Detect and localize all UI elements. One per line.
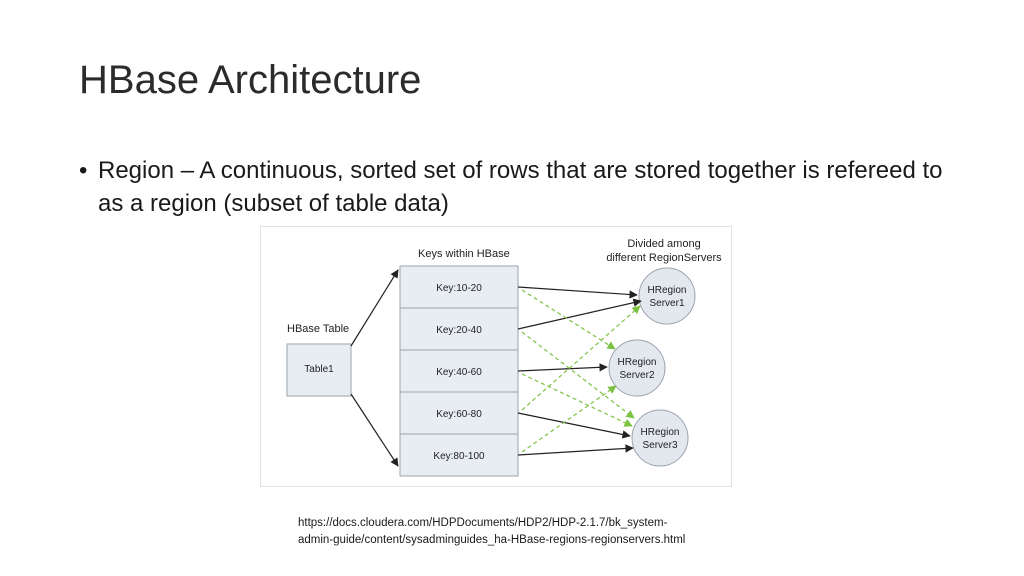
primary-assignment-arrow [517, 286, 638, 299]
replica-assignment-arrow [521, 305, 641, 411]
bullet-item: Region – A continuous, sorted set of row… [79, 154, 959, 220]
key-range-label: Key:10-20 [436, 283, 482, 294]
replica-assignment-arrow [521, 331, 635, 419]
bullet-list: Region – A continuous, sorted set of row… [79, 154, 959, 220]
key-range-label: Key:40-60 [436, 367, 482, 378]
servers-heading-line1: Divided among [627, 238, 700, 250]
region-server-label: Server1 [649, 298, 684, 309]
source-url-line: https://docs.cloudera.com/HDPDocuments/H… [298, 517, 668, 529]
table-name: Table1 [304, 364, 334, 375]
region-server-label: Server3 [642, 440, 677, 451]
key-range-label: Key:60-80 [436, 409, 482, 420]
primary-assignment-arrow [517, 298, 642, 330]
region-server-node [608, 339, 666, 397]
table-box [286, 343, 352, 397]
region-server-node [638, 267, 696, 325]
slide-title: HBase Architecture [79, 58, 422, 102]
source-url: https://docs.cloudera.com/HDPDocuments/H… [298, 515, 718, 549]
key-range-box [399, 265, 519, 309]
replica-assignment-arrow [521, 289, 616, 350]
table-to-last-key-arrow [350, 393, 399, 467]
keys-heading: Keys within HBase [418, 248, 510, 260]
replica-assignment-arrow [521, 385, 617, 453]
hbase-region-diagram: HBase Table Keys within HBase Divided am… [260, 226, 732, 487]
key-range-label: Key:80-100 [433, 451, 485, 462]
key-range-label: Key:20-40 [436, 325, 482, 336]
source-url-line: admin-guide/content/sysadminguides_ha-HB… [298, 534, 686, 546]
primary-assignment-arrow [517, 363, 608, 372]
region-server-node [631, 409, 689, 467]
replica-assignment-arrow [521, 373, 633, 427]
primary-assignment-arrow [517, 412, 631, 439]
region-server-2: HRegion Server2 [608, 339, 666, 397]
region-server-label: Server2 [619, 370, 654, 381]
table-heading: HBase Table [287, 323, 349, 335]
primary-assignment-arrow [517, 444, 634, 456]
diagram-canvas: HBase Table Keys within HBase Divided am… [260, 226, 732, 487]
key-range-box [399, 433, 519, 477]
key-range-box [399, 307, 519, 351]
key-range-box [399, 391, 519, 435]
region-server-label: HRegion [648, 285, 687, 296]
region-server-label: HRegion [618, 357, 657, 368]
servers-heading-line2: different RegionServers [606, 252, 722, 264]
region-server-3: HRegion Server3 [631, 409, 689, 467]
table-to-first-key-arrow [350, 269, 399, 347]
key-range-stack: Key:10-20 Key:20-40 Key:40-60 Key:60-80 … [399, 265, 519, 477]
region-server-1: HRegion Server1 [638, 267, 696, 325]
region-server-label: HRegion [641, 427, 680, 438]
